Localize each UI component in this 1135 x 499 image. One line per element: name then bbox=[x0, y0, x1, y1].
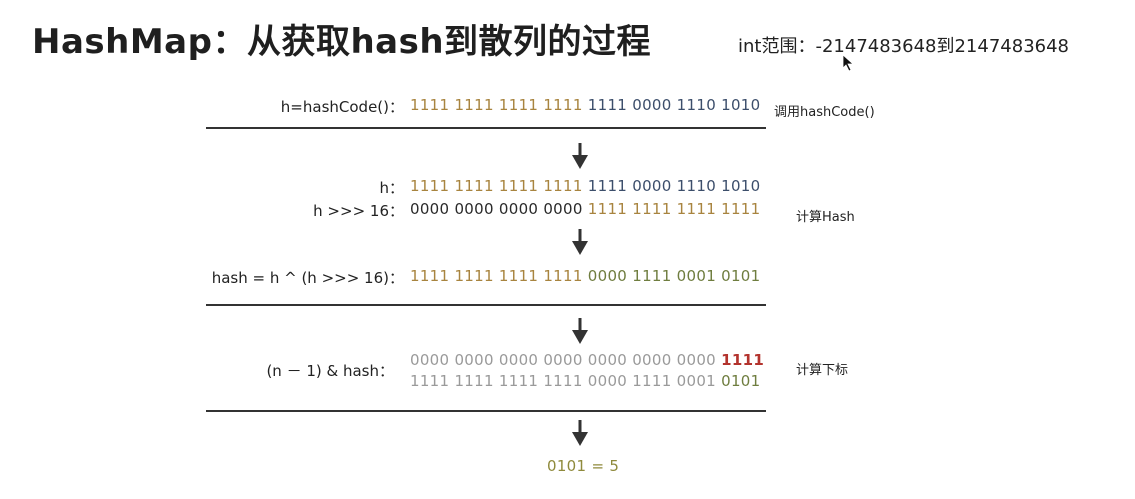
bits-mask-line1: 0000 0000 0000 0000 0000 0000 0000 1111 bbox=[410, 351, 764, 369]
arrow-down-icon bbox=[572, 143, 588, 169]
bits-hash: 1111 1111 1111 1111 0000 1111 0001 0101 bbox=[410, 267, 760, 285]
page-title: HashMap：从获取hash到散列的过程 bbox=[32, 22, 652, 62]
bits-h: 1111 1111 1111 1111 1111 0000 1110 1010 bbox=[410, 177, 760, 195]
label-shift: h >>> 16： bbox=[313, 202, 404, 220]
bits-shift-low: 1111 1111 1111 1111 bbox=[587, 200, 761, 218]
arrow-down-icon bbox=[572, 420, 588, 446]
bits-shift: 0000 0000 0000 0000 1111 1111 1111 1111 bbox=[410, 200, 760, 218]
divider-2 bbox=[206, 304, 766, 306]
note-compute-hash: 计算Hash bbox=[796, 210, 855, 225]
bits-shift-high: 0000 0000 0000 0000 bbox=[410, 200, 583, 218]
label-hashcode: h=hashCode()： bbox=[280, 98, 404, 116]
label-hash: hash = h ^ (h >>> 16)： bbox=[211, 269, 404, 287]
bits-hashcode: 1111 1111 1111 1111 1111 0000 1110 1010 bbox=[410, 96, 760, 114]
bits-mask-line2-high: 1111 1111 1111 1111 0000 1111 0001 bbox=[410, 372, 717, 390]
bits-mask-line1-low: 1111 bbox=[721, 351, 765, 369]
result-value: 0101 = 5 bbox=[547, 457, 620, 475]
bits-hashcode-low: 1111 0000 1110 1010 bbox=[587, 96, 761, 114]
bits-h-high: 1111 1111 1111 1111 bbox=[410, 177, 583, 195]
arrow-down-icon bbox=[572, 229, 588, 255]
cursor-icon bbox=[842, 54, 855, 72]
bits-mask-line1-high: 0000 0000 0000 0000 0000 0000 0000 bbox=[410, 351, 717, 369]
label-mask: (n － 1) & hash： bbox=[266, 362, 394, 380]
int-range-note: int范围：-2147483648到2147483648 bbox=[738, 36, 1070, 57]
bits-mask-line2-low: 0101 bbox=[721, 372, 761, 390]
divider-1 bbox=[206, 127, 766, 129]
note-compute-index: 计算下标 bbox=[796, 363, 849, 378]
bits-h-low: 1111 0000 1110 1010 bbox=[587, 177, 761, 195]
bits-hash-high: 1111 1111 1111 1111 bbox=[410, 267, 583, 285]
arrow-down-icon bbox=[572, 318, 588, 344]
label-h: h： bbox=[379, 179, 404, 197]
bits-mask-line2: 1111 1111 1111 1111 0000 1111 0001 0101 bbox=[410, 372, 760, 390]
divider-3 bbox=[206, 410, 766, 412]
bits-hashcode-high: 1111 1111 1111 1111 bbox=[410, 96, 583, 114]
note-call-hashcode: 调用hashCode() bbox=[774, 105, 875, 120]
bits-hash-low: 0000 1111 0001 0101 bbox=[587, 267, 761, 285]
